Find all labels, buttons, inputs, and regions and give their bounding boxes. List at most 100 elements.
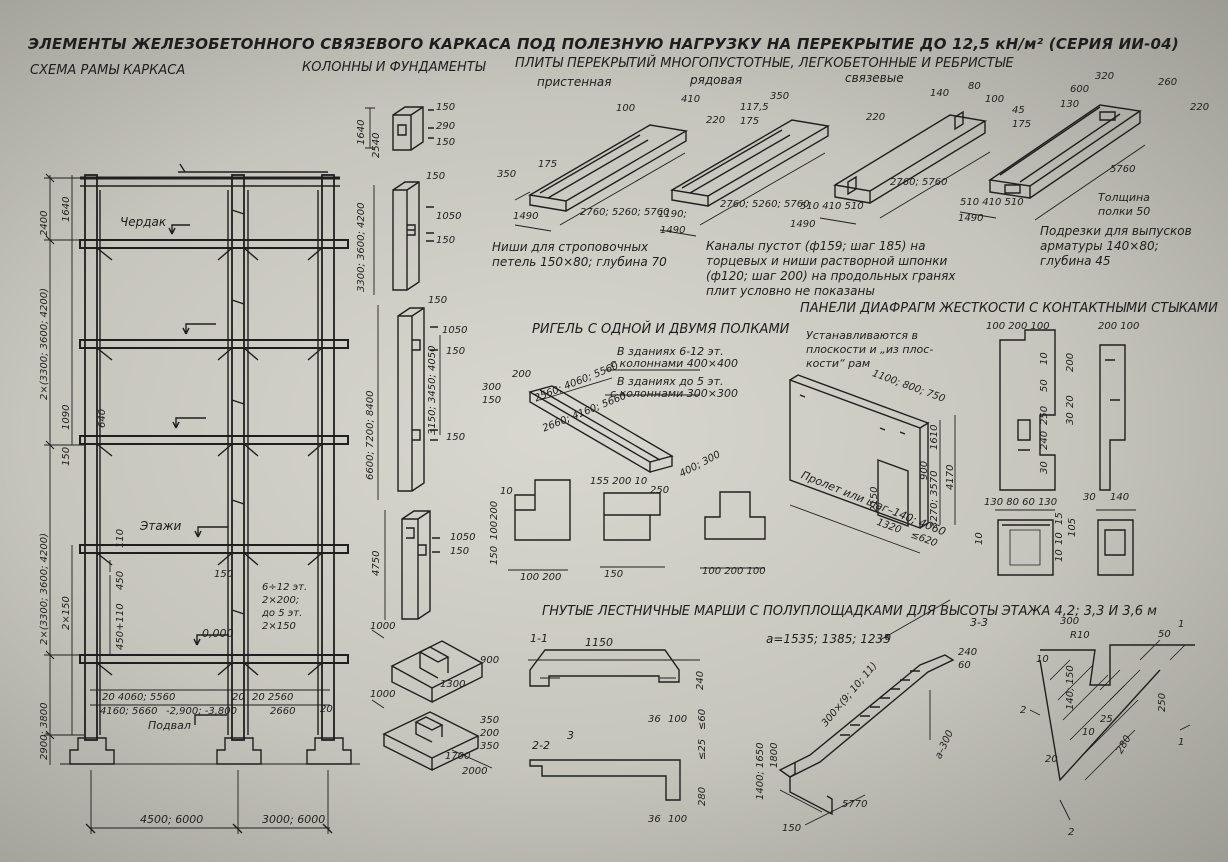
dim-150b: 150 bbox=[214, 569, 234, 580]
frame-scheme bbox=[44, 163, 360, 834]
s3-1490: 1490 bbox=[790, 219, 816, 230]
beam-150: 150 bbox=[482, 395, 502, 406]
stair-sec11: 1-1 bbox=[530, 632, 548, 645]
j1-top: 100 200 100 bbox=[986, 321, 1050, 332]
span-bottom-7: 2660 bbox=[270, 706, 296, 717]
c1-2540: 2540 bbox=[371, 132, 382, 158]
s3-100: 100 bbox=[985, 94, 1005, 105]
span-bottom-2: 20 bbox=[232, 692, 245, 703]
attic-label: Чердак bbox=[120, 215, 167, 229]
j1-250: 250 bbox=[1039, 405, 1050, 425]
note-channels-2: торцевых и ниши растворной шпонки bbox=[706, 254, 948, 268]
level-zero: 0,000 bbox=[202, 627, 234, 640]
s1-1490: 1490 bbox=[513, 211, 539, 222]
j3-10c: 10 bbox=[1054, 549, 1065, 562]
dim-2400: 2400 bbox=[39, 210, 50, 236]
stair-a: a bbox=[885, 632, 892, 643]
stair-a-formula: a=1535; 1385; 1235 bbox=[766, 632, 891, 646]
note-channels-1: Каналы пустот (ф159; шаг 185) на bbox=[706, 239, 926, 253]
beam-sec2-250: 250 bbox=[650, 485, 670, 496]
s1-220: 220 bbox=[706, 115, 726, 126]
c4-1050: 1050 bbox=[450, 532, 476, 543]
j3-bot: 130 80 60 130 bbox=[984, 497, 1058, 508]
s4-510: 510 410 510 bbox=[960, 197, 1024, 208]
s4-1490: 1490 bbox=[958, 213, 984, 224]
c1-1640: 1640 bbox=[356, 119, 367, 145]
stair-150: 150 bbox=[782, 823, 802, 834]
stair-36b: 36 bbox=[648, 814, 661, 825]
s1-175: 175 bbox=[538, 159, 558, 170]
j1-20: 20 bbox=[1065, 395, 1076, 408]
panel-install-1: Устанавливаются в bbox=[806, 329, 919, 342]
f1-1300: 1300 bbox=[440, 679, 466, 690]
stair-cut2b: 2 bbox=[1068, 827, 1075, 838]
slabs-section-title: ПЛИТЫ ПЕРЕКРЫТИЙ МНОГОПУСТОТНЫЕ, ЛЕГКОБЕ… bbox=[515, 56, 1014, 71]
s1-350: 350 bbox=[497, 169, 517, 180]
c2-height: 3300; 3600; 4200 bbox=[356, 202, 367, 292]
bay-right: 3000; 6000 bbox=[262, 813, 326, 826]
s3-510: 510 410 510 bbox=[800, 201, 864, 212]
s1-length: 2760; 5260; 5760 bbox=[580, 207, 670, 218]
f2-350b: 350 bbox=[480, 741, 500, 752]
j3-105: 105 bbox=[1067, 517, 1078, 537]
c4-150: 150 bbox=[450, 546, 470, 557]
c4-4750: 4750 bbox=[371, 550, 382, 576]
f2-1000: 1000 bbox=[370, 689, 396, 700]
j3-15: 15 bbox=[1054, 512, 1065, 525]
floors-label: Этажи bbox=[140, 519, 182, 533]
s3-140: 140 bbox=[930, 88, 950, 99]
dim-1090: 1090 bbox=[61, 404, 72, 430]
j3-10: 10 bbox=[974, 532, 985, 545]
j1-30b: 30 bbox=[1039, 461, 1050, 474]
s4-5760: 5760 bbox=[1110, 164, 1136, 175]
stair-250: 250 bbox=[1157, 692, 1168, 712]
beam-bld2-1: В зданиях до 5 эт. bbox=[617, 375, 724, 388]
stair-50: 50 bbox=[1158, 629, 1171, 640]
floor-note-1: 6÷12 эт. bbox=[262, 582, 308, 593]
stair-1400: 1400; 1650 bbox=[755, 742, 766, 800]
sheet-title: ЭЛЕМЕНТЫ ЖЕЛЕЗОБЕТОННОГО СВЯЗЕВОГО КАРКА… bbox=[28, 35, 1179, 53]
stair-60: 60 bbox=[958, 660, 971, 671]
s4-600: 600 bbox=[1070, 84, 1090, 95]
dim-upper: 2×(3300; 3600; 4200) bbox=[39, 288, 50, 400]
j1-200: 200 bbox=[1065, 352, 1076, 372]
diaphragm-panels bbox=[789, 329, 1136, 576]
stair-sec22: 2-2 bbox=[532, 739, 550, 752]
panel-install-2: плоскости и „из плос- bbox=[806, 343, 934, 356]
s2-350: 350 bbox=[770, 91, 790, 102]
stair-r10: R10 bbox=[1070, 630, 1090, 641]
s1-410: 410 bbox=[681, 94, 701, 105]
span-bottom-1: 20 4060; 5560 bbox=[102, 692, 176, 703]
stair-20: 20 bbox=[1045, 754, 1058, 765]
c1-150b: 150 bbox=[436, 137, 456, 148]
beam-sec1-150: 150 bbox=[489, 545, 500, 565]
c3-150b: 150 bbox=[446, 346, 466, 357]
s3-80: 80 bbox=[968, 81, 981, 92]
note-cut-1: Подрезки для выпусков bbox=[1040, 224, 1192, 238]
f2-350: 350 bbox=[480, 715, 500, 726]
beam-sec2-top: 155 200 10 bbox=[590, 476, 648, 487]
f2-2000: 2000 bbox=[462, 766, 488, 777]
c3-height: 6600; 7200; 8400 bbox=[365, 390, 376, 480]
beam-bld2-2: с колоннами 300×300 bbox=[610, 387, 738, 400]
s4-130: 130 bbox=[1060, 99, 1080, 110]
stair-cut1b: 1 bbox=[1178, 737, 1185, 748]
s2-117: 117,5 bbox=[740, 102, 769, 113]
beam-bld1-2: с колоннами 400×400 bbox=[610, 357, 738, 370]
stair-sec33: 3-3 bbox=[970, 616, 988, 629]
stair-300: 300 bbox=[1060, 616, 1080, 627]
f2-200: 200 bbox=[480, 728, 500, 739]
note-channels-3: (ф120; шаг 200) на продольных гранях bbox=[706, 269, 956, 283]
beam-sec1-10: 10 bbox=[500, 486, 513, 497]
j1-50: 50 bbox=[1039, 379, 1050, 392]
j2-140: 140 bbox=[1110, 492, 1130, 503]
dim-1640: 1640 bbox=[61, 196, 72, 222]
columns-section-title: КОЛОННЫ И ФУНДАМЕНТЫ bbox=[302, 60, 486, 75]
s1-100: 100 bbox=[616, 103, 636, 114]
stair-cut1: 1 bbox=[1178, 619, 1185, 630]
beam-300: 300 bbox=[482, 382, 502, 393]
j3-10b: 10 bbox=[1054, 532, 1065, 545]
stair-1150: 1150 bbox=[585, 636, 613, 649]
stair-le25: ≤25 bbox=[697, 738, 708, 760]
